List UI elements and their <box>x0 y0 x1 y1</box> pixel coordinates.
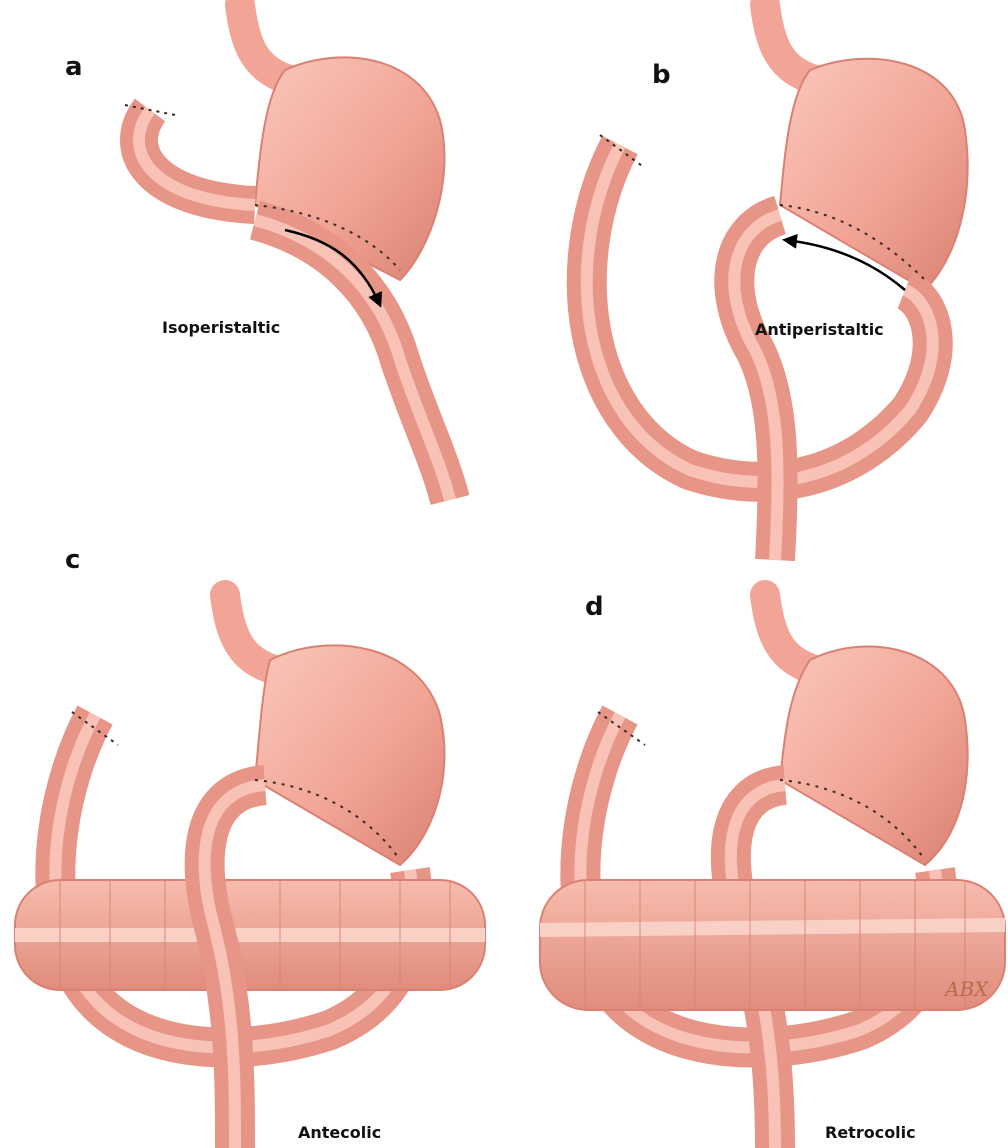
panel-c: c Antecolic <box>15 545 485 1148</box>
panel-letter: c <box>65 545 80 575</box>
stomach <box>255 645 444 865</box>
panel-letter: b <box>652 60 671 90</box>
panel-a: a Isoperistaltic <box>65 5 450 500</box>
panel-letter: d <box>585 592 604 622</box>
panel-caption: Isoperistaltic <box>162 318 280 337</box>
panel-letter: a <box>65 52 83 82</box>
esophagus <box>765 5 815 80</box>
artist-signature: ABX <box>943 977 989 1001</box>
panel-caption: Antiperistaltic <box>755 320 884 339</box>
esophagus <box>240 5 290 80</box>
stomach <box>780 59 968 290</box>
panel-caption: Retrocolic <box>825 1123 916 1142</box>
esophagus <box>765 595 815 670</box>
panel-d: d Retrocolic ABX <box>540 592 1005 1148</box>
stomach <box>780 647 968 866</box>
transverse-colon <box>540 880 1005 1010</box>
panel-caption: Antecolic <box>298 1123 381 1142</box>
transverse-colon <box>15 880 485 990</box>
panel-b: b Antiperistaltic <box>587 5 968 560</box>
esophagus <box>225 595 275 670</box>
